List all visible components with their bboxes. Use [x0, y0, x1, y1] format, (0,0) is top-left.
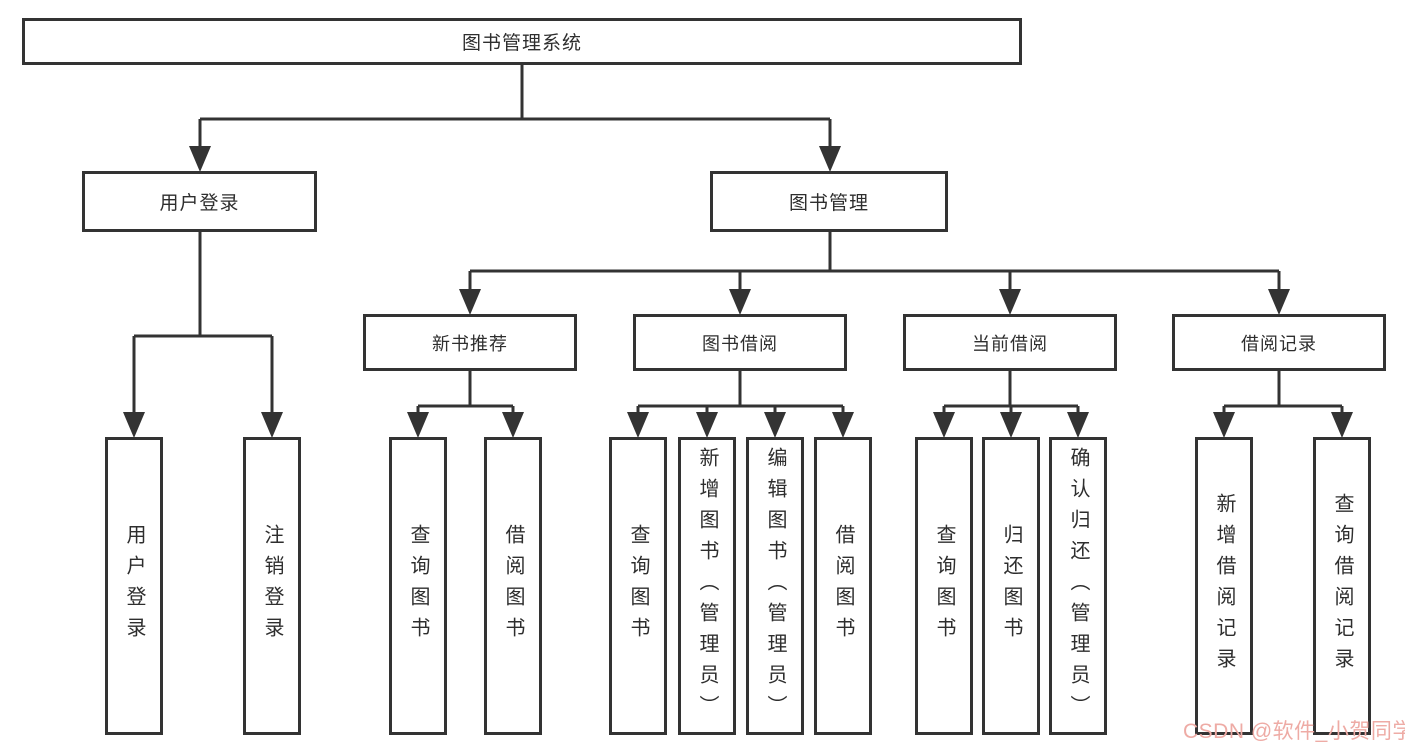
node-label: 新增借阅记录	[1213, 493, 1235, 679]
node-label: 借阅图书	[832, 524, 854, 648]
node-leaf-confirm-return-admin: 确认归还（管理员）	[1049, 437, 1107, 735]
node-leaf-borrow-book-2: 借阅图书	[814, 437, 872, 735]
csdn-watermark: CSDN @软件_小贺同学	[1183, 720, 1405, 743]
node-new-book-recommend: 新书推荐	[363, 314, 577, 371]
node-current-borrow: 当前借阅	[903, 314, 1117, 371]
node-leaf-add-borrow-record: 新增借阅记录	[1195, 437, 1253, 735]
node-label: 图书管理系统	[461, 33, 582, 54]
node-label: 图书管理	[788, 193, 869, 214]
node-leaf-query-book-3: 查询图书	[915, 437, 973, 735]
node-leaf-add-book-admin: 新增图书（管理员）	[678, 437, 736, 735]
node-label: 归还图书	[1000, 524, 1022, 648]
node-user-login: 用户登录	[82, 171, 317, 232]
node-leaf-user-login: 用户登录	[105, 437, 163, 735]
node-book-management: 图书管理	[710, 171, 948, 232]
node-leaf-query-book-2: 查询图书	[609, 437, 667, 735]
node-borrow-record: 借阅记录	[1172, 314, 1386, 371]
node-label: 用户登录	[123, 524, 145, 648]
node-label: 用户登录	[159, 193, 240, 214]
node-leaf-return-book: 归还图书	[982, 437, 1040, 735]
node-book-borrow: 图书借阅	[633, 314, 847, 371]
node-label: 注销登录	[261, 524, 283, 648]
node-label: 编辑图书（管理员）	[764, 446, 786, 726]
node-label: 查询图书	[933, 524, 955, 648]
node-label: 确认归还（管理员）	[1067, 446, 1089, 726]
node-leaf-query-borrow-record: 查询借阅记录	[1313, 437, 1371, 735]
node-leaf-query-book-1: 查询图书	[389, 437, 447, 735]
node-leaf-logout: 注销登录	[243, 437, 301, 735]
node-label: 查询图书	[407, 524, 429, 648]
node-label: 图书借阅	[702, 333, 778, 354]
node-root: 图书管理系统	[22, 18, 1022, 65]
node-label: 查询图书	[627, 524, 649, 648]
node-leaf-edit-book-admin: 编辑图书（管理员）	[746, 437, 804, 735]
node-label: 新书推荐	[432, 333, 508, 354]
node-leaf-borrow-book-1: 借阅图书	[484, 437, 542, 735]
node-label: 新增图书（管理员）	[696, 446, 718, 726]
node-label: 查询借阅记录	[1331, 493, 1353, 679]
node-label: 借阅记录	[1241, 333, 1317, 354]
node-label: 借阅图书	[502, 524, 524, 648]
node-label: 当前借阅	[972, 333, 1048, 354]
